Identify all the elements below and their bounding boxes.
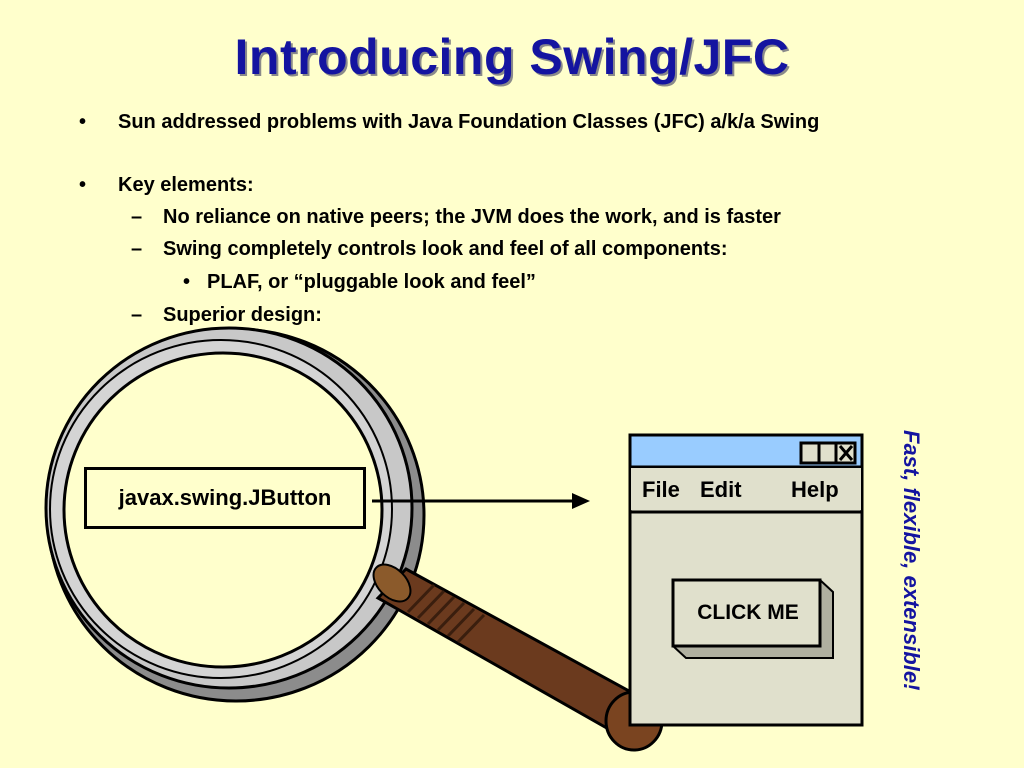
bullet-marker: – <box>131 238 143 260</box>
bullet-item: • Sun addressed problems with Java Found… <box>79 111 819 134</box>
magnifier-handle <box>372 563 664 752</box>
bullet-item: • Key elements: <box>79 174 254 197</box>
bullet-marker: – <box>131 206 143 228</box>
bullet-text: Key elements: <box>118 174 254 196</box>
jbutton-label: javax.swing.JButton <box>84 467 366 529</box>
bullet-marker: • <box>79 111 87 133</box>
click-me-button: CLICK ME <box>697 601 799 624</box>
slide-title: Introducing Swing/JFC <box>234 29 790 85</box>
menu-help: Help <box>791 477 839 502</box>
menu-file: File <box>642 477 680 502</box>
bullet-text: Swing completely controls look and feel … <box>163 238 728 260</box>
bullet-marker: – <box>131 304 143 326</box>
bullet-marker: • <box>183 271 191 293</box>
sub-sub-bullet-item: • PLAF, or “pluggable look and feel” <box>183 271 536 294</box>
sub-bullet-item: – No reliance on native peers; the JVM d… <box>131 206 781 229</box>
sub-bullet-item: – Superior design: <box>131 304 322 327</box>
bullet-text: Sun addressed problems with Java Foundat… <box>118 111 820 133</box>
bullet-marker: • <box>79 174 87 196</box>
bullet-text: PLAF, or “pluggable look and feel” <box>207 271 536 293</box>
menu-edit: Edit <box>700 477 742 502</box>
sub-bullet-item: – Swing completely controls look and fee… <box>131 238 728 261</box>
bullet-text: Superior design: <box>163 304 322 326</box>
side-caption: Fast, flexible, extensible! <box>899 430 924 691</box>
arrow-icon <box>372 493 590 509</box>
window-controls-icon <box>799 441 857 465</box>
click-me-button-shape <box>671 578 834 659</box>
bullet-text: No reliance on native peers; the JVM doe… <box>163 206 781 228</box>
